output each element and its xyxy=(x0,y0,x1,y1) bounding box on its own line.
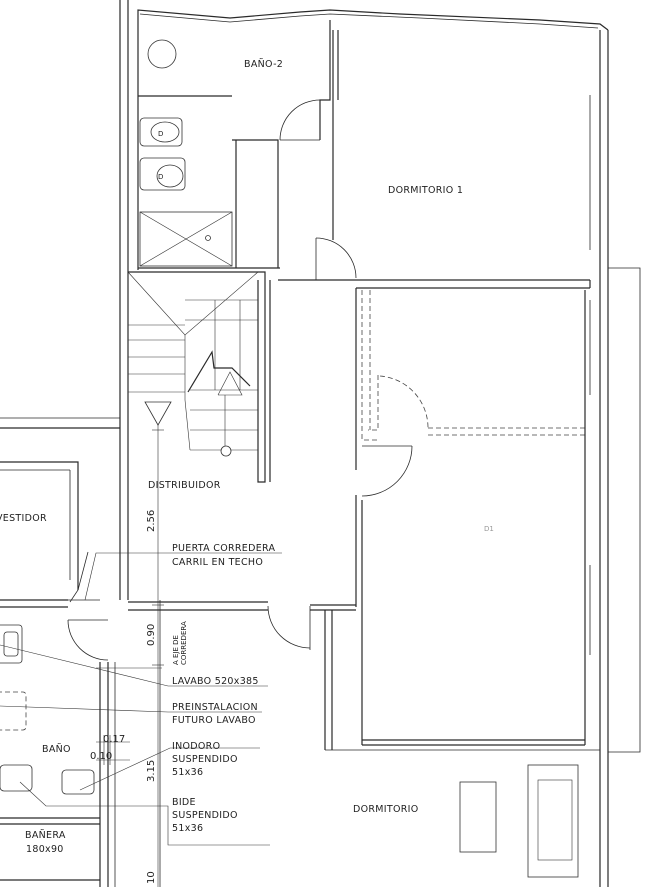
bidet-mark: D xyxy=(158,130,163,138)
note-bide-tipo: SUSPENDIDO xyxy=(172,810,238,821)
room-label-distribuidor: DISTRIBUIDOR xyxy=(148,480,221,491)
dimension-0-17: 0.17 xyxy=(103,734,125,745)
future-washbasin-icon xyxy=(0,691,27,731)
toilet-mark: D xyxy=(158,173,163,181)
note-bide-size: 51x36 xyxy=(172,823,203,834)
toilet-icon xyxy=(61,769,95,795)
dimension-2-56: 2.56 xyxy=(146,510,157,532)
note-puerta-corredera: PUERTA CORREDERA xyxy=(172,543,276,554)
note-preinstalacion: PREINSTALACION xyxy=(172,702,258,713)
note-inodoro: INODORO xyxy=(172,741,220,752)
dimension-0-90: 0.90 xyxy=(146,624,157,646)
note-lavabo: LAVABO 520x385 xyxy=(172,676,259,687)
room-label-banera: BAÑERA xyxy=(25,830,66,841)
staircase xyxy=(127,271,259,457)
bidet-icon xyxy=(0,764,33,792)
note-inodoro-size: 51x36 xyxy=(172,767,203,778)
note-inodoro-tipo: SUSPENDIDO xyxy=(172,754,238,765)
doors xyxy=(62,99,429,661)
room-label-dormitorio: DORMITORIO xyxy=(353,804,419,815)
sofa-icon xyxy=(527,764,579,878)
dimension-3-15: 3.15 xyxy=(146,760,157,782)
room-label-vestidor: VESTIDOR xyxy=(0,513,47,524)
dimension-0-10: 0.10 xyxy=(90,751,112,762)
room-label-bano: BAÑO xyxy=(42,744,71,755)
washbasin-icon xyxy=(147,39,177,69)
leader-lines xyxy=(0,552,282,846)
note-eje-1: A EJE DE xyxy=(172,635,180,665)
note-carril-techo: CARRIL EN TECHO xyxy=(172,557,263,568)
nightstand-icon xyxy=(459,781,497,853)
bedroom-furniture xyxy=(459,764,579,878)
bathroom-2-fixtures: D D xyxy=(139,39,233,267)
note-eje-2: CORREDERA xyxy=(180,621,188,665)
dimension-10: 10 xyxy=(146,871,157,884)
room-label-bano-2: BAÑO-2 xyxy=(244,59,283,70)
room-label-banera-size: 180x90 xyxy=(26,844,64,855)
note-bide: BIDE xyxy=(172,797,196,808)
note-futuro-lavabo: FUTURO LAVABO xyxy=(172,715,256,726)
room-mark: D1 xyxy=(484,525,494,533)
room-label-dormitorio-1: DORMITORIO 1 xyxy=(388,185,463,196)
bathroom-fixtures xyxy=(0,624,95,795)
